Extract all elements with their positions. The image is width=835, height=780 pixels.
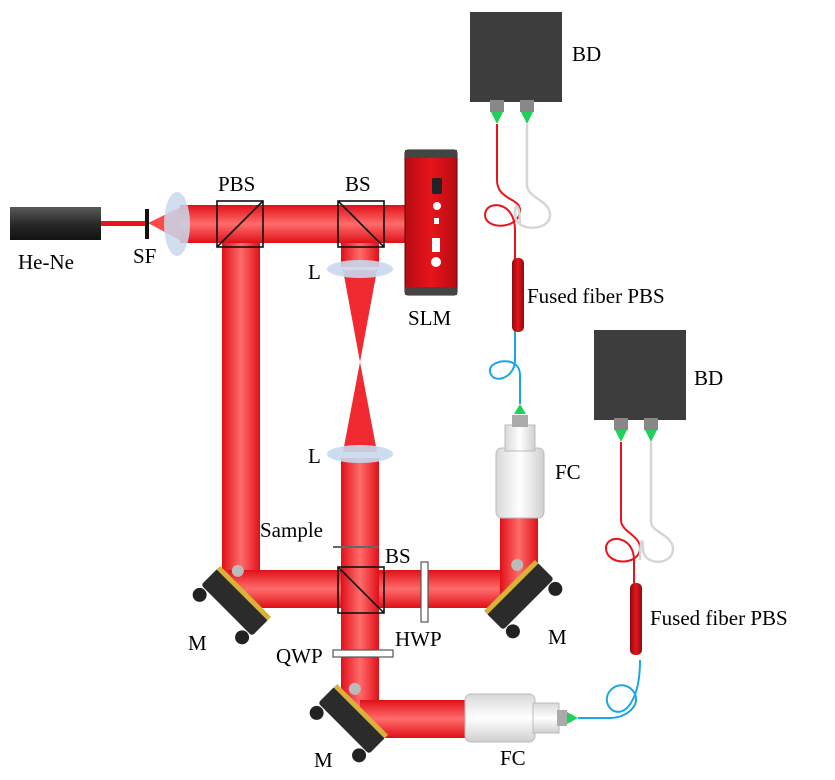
beam-laser-output (100, 221, 148, 226)
label-bs-top: BS (345, 172, 371, 196)
beam-cone-down (343, 270, 377, 362)
laser-body (10, 207, 101, 240)
balanced-detector-right (594, 330, 686, 442)
label-spatial-filter: SF (133, 244, 157, 268)
label-laser: He-Ne (18, 250, 74, 274)
label-bs-bottom: BS (385, 544, 411, 568)
spatial-filter-pinhole (145, 209, 149, 239)
label-lens-bottom: L (308, 444, 321, 468)
label-mirror-bottom: M (314, 748, 333, 772)
lens-bottom (327, 445, 393, 463)
label-mirror-right: M (548, 625, 567, 649)
fiber-coupler-bottom (464, 693, 578, 743)
fiber-coupler-right (495, 404, 545, 519)
label-fc-right: FC (555, 460, 581, 484)
label-hwp: HWP (395, 627, 442, 651)
bs-bottom-cube (337, 566, 385, 614)
label-qwp: QWP (276, 644, 323, 668)
label-fiber-pbs-top: Fused fiber PBS (527, 284, 665, 308)
label-sample: Sample (260, 518, 323, 542)
label-bd-right: BD (694, 366, 724, 390)
fiber-assembly-right (578, 442, 675, 719)
beam-left-vertical (222, 243, 260, 583)
collimating-lens (164, 192, 190, 256)
hwp-plate (420, 561, 429, 623)
mirror-right (483, 558, 563, 639)
mirror-left (192, 564, 272, 645)
label-lens-top: L (308, 260, 321, 284)
pbs-cube (216, 200, 264, 248)
balanced-detector-top (470, 12, 562, 124)
beam-top-horizontal (180, 205, 408, 243)
slm-device (404, 149, 458, 296)
label-pbs: PBS (218, 172, 256, 196)
label-fiber-pbs-right: Fused fiber PBS (650, 606, 788, 630)
label-bd-top: BD (572, 42, 602, 66)
lens-top (327, 260, 393, 278)
bs-top-cube (337, 200, 385, 248)
label-fc-bottom: FC (500, 746, 526, 770)
label-slm: SLM (408, 306, 452, 330)
mirror-bottom (309, 682, 389, 763)
beam-cone-up (343, 362, 377, 452)
qwp-plate (332, 649, 394, 658)
label-mirror-left: M (188, 631, 207, 655)
fiber-assembly-top (483, 124, 552, 404)
